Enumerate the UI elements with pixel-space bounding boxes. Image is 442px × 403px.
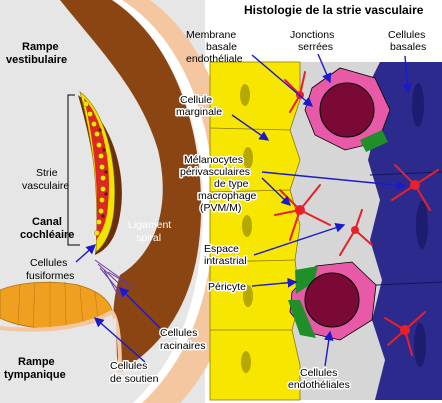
- label-fusiformes-1: Cellules: [30, 257, 67, 269]
- label-racinaires-1: Cellules: [160, 327, 197, 339]
- tympanic-fluid: [0, 318, 118, 403]
- label-jonctions-1: Jonctions: [290, 29, 334, 41]
- label-canal-1: Canal: [32, 216, 62, 228]
- arrow-membrane: [251, 54, 314, 107]
- label-strie-2: vasculaire: [22, 180, 69, 192]
- label-rampe-tympanique-2: tympanique: [4, 369, 66, 381]
- label-ligament-2: spiral: [136, 232, 161, 244]
- bone-edge: [112, 0, 215, 403]
- label-endotheliales-1: Cellules: [300, 367, 337, 379]
- diagram-title: Histologie de la strie vasculaire: [244, 3, 424, 17]
- label-basales-1: Cellules: [388, 29, 425, 41]
- label-strie-1: Strie: [36, 167, 58, 179]
- strie-bracket: [67, 94, 80, 246]
- label-espace-1: Espace: [204, 243, 239, 255]
- label-soutien-1: Cellules: [110, 360, 147, 372]
- arrow-melanocyte-2: [261, 171, 407, 191]
- basal-cells: [366, 62, 442, 400]
- ligament-spiral: [60, 0, 202, 372]
- label-fusiformes-2: fusiformes: [26, 270, 74, 282]
- arrow-marginale: [231, 114, 270, 141]
- label-pericyte: Péricyte: [208, 281, 246, 293]
- label-canal-2: cochléaire: [20, 229, 74, 241]
- arrow-endotheliales: [323, 330, 334, 367]
- label-marginale-1: Cellule: [180, 94, 212, 106]
- label-racinaires-2: racinaires: [160, 340, 206, 352]
- cochlea-section: [0, 0, 239, 403]
- arrow-basales: [402, 55, 413, 94]
- outer-bone: [120, 0, 239, 403]
- label-soutien-2: de soutien: [110, 373, 159, 385]
- arrow-pericyte: [251, 277, 298, 288]
- label-endotheliales-2: endothéliales: [288, 379, 350, 391]
- label-melanocytes-1: Mélanocytes: [184, 154, 243, 166]
- label-membrane-3: endothéliale: [186, 53, 243, 65]
- label-rampe-tympanique-1: Rampe: [18, 356, 55, 368]
- arrow-espace: [253, 223, 346, 256]
- label-melanocytes-2: périvasculaires: [180, 166, 250, 178]
- label-membrane-1: Membrane: [186, 29, 236, 41]
- arrow-fusiformes: [75, 244, 97, 263]
- arrow-racinaires: [119, 287, 161, 329]
- marginal-cells: [209, 61, 301, 401]
- label-membrane-2: basale: [206, 41, 237, 53]
- label-rampe-vestibulaire-1: Rampe: [22, 41, 59, 53]
- label-marginale-2: marginale: [176, 106, 222, 118]
- arrow-soutien: [93, 317, 146, 363]
- label-melanocytes-4: macrophage: [198, 190, 257, 202]
- label-jonctions-2: serrées: [298, 41, 333, 53]
- label-ligament-1: Ligament: [128, 219, 171, 231]
- capillary-lower: [288, 261, 377, 341]
- arrow-melanocyte-1: [261, 177, 292, 206]
- arrow-jonctions: [317, 53, 332, 84]
- label-melanocytes-5: (PVM/M): [200, 202, 241, 214]
- label-basales-2: basales: [390, 41, 426, 53]
- label-espace-2: intrastrial: [204, 255, 247, 267]
- label-rampe-vestibulaire-2: vestibulaire: [6, 54, 67, 66]
- capillary-upper: [304, 67, 391, 152]
- stria-cells: [79, 91, 115, 253]
- label-melanocytes-3: de type: [214, 178, 249, 190]
